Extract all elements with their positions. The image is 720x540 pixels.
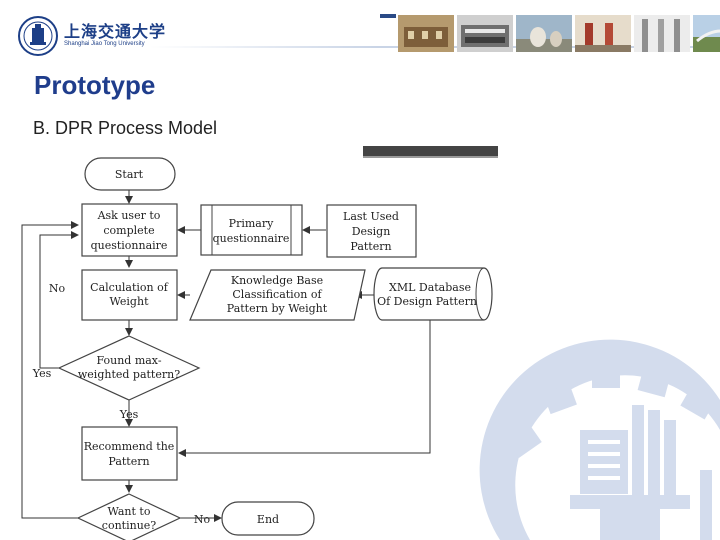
campus-photo (398, 15, 454, 52)
slide-title: Prototype (34, 70, 156, 100)
ask-user-box (81, 203, 178, 257)
start-label: Start (115, 168, 144, 181)
primary-label-2: questionnaire (213, 232, 290, 245)
calculation-label-1: Calculation of (90, 281, 169, 294)
arrow-yes-loop (39, 231, 79, 369)
campus-photo (457, 15, 513, 52)
xml-label-1: XML Database (389, 281, 471, 294)
arrow-continue-loop (21, 221, 79, 519)
recommend-label-1: Recommend the (84, 440, 175, 453)
xml-database-cylinder (373, 267, 493, 321)
end-label: End (257, 513, 279, 526)
recommend-box (81, 426, 178, 481)
recommend-label-2: Pattern (108, 455, 149, 468)
university-seal-icon (18, 16, 58, 56)
ask-user-label-3: questionnaire (91, 239, 168, 252)
primary-label-1: Primary (229, 217, 274, 230)
continue-label-1: Want to (108, 505, 151, 518)
slide-subtitle: B. DPR Process Model (33, 118, 218, 138)
xml-label-2: Of Design Pattern (377, 295, 477, 308)
decision-diamond (57, 335, 201, 401)
campus-photo (575, 15, 631, 52)
ask-user-label-2: complete (103, 224, 154, 237)
edge-label-yes-left: Yes (32, 367, 52, 380)
arrow-xml-to-recommend (178, 320, 431, 457)
last-used-label-1: Last Used (343, 210, 399, 223)
primary-questionnaire-box (200, 204, 303, 256)
campus-photo-strip (398, 15, 720, 52)
ask-user-label-1: Ask user to (97, 209, 161, 222)
campus-photo (634, 15, 690, 52)
continue-label-2: continue? (102, 519, 156, 532)
edge-label-yes-down: Yes (119, 408, 139, 421)
calculation-label-2: Weight (110, 295, 150, 308)
image-fragment-bar (363, 146, 498, 158)
xml-cylinder-inner-edge (475, 267, 485, 321)
start-terminal (84, 157, 176, 191)
header-accent-bar (380, 14, 396, 18)
last-used-label-3: Pattern (350, 240, 391, 253)
last-used-label-2: Design (352, 225, 391, 238)
edge-label-no-bottom: No (194, 513, 211, 526)
university-name-en: Shanghai Jiao Tong University (64, 41, 145, 47)
kb-label-3: Pattern by Weight (227, 302, 328, 315)
campus-photo (516, 15, 572, 52)
decision-label-2: weighted pattern? (78, 368, 180, 381)
kb-label-1: Knowledge Base (231, 274, 323, 287)
university-name-cn: 上海交通大学 (64, 22, 167, 41)
knowledge-base-parallelogram (189, 269, 366, 321)
calculation-box (81, 269, 178, 321)
campus-photo (693, 15, 720, 52)
continue-diamond (76, 493, 182, 540)
edge-label-no-top: No (49, 282, 66, 295)
last-used-pattern-box (326, 204, 417, 258)
kb-label-2: Classification of (232, 288, 322, 301)
decision-label-1: Found max- (96, 354, 161, 367)
end-terminal (221, 501, 315, 536)
